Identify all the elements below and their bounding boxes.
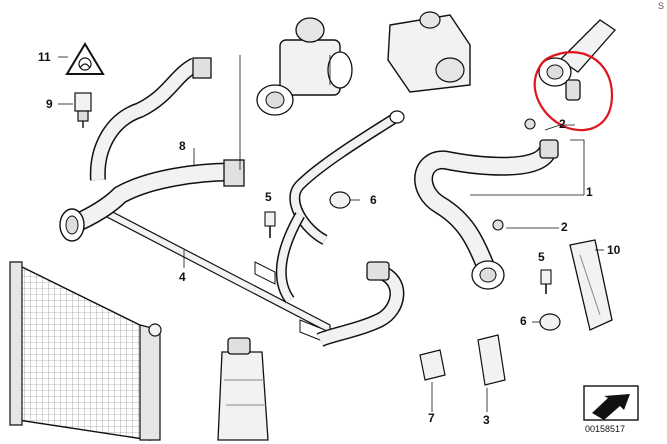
hose-middle [275, 110, 405, 304]
thermostat-housing [256, 17, 353, 116]
hose-8 [59, 57, 245, 242]
callout-8: 8 [179, 139, 186, 153]
callout-6a: 6 [370, 193, 377, 207]
screw-5b [540, 269, 552, 294]
arrow-icon [583, 385, 639, 421]
callout-7: 7 [428, 411, 435, 425]
grommet-6a [329, 191, 351, 209]
highlight-circle [533, 51, 614, 132]
hose-1 [414, 139, 559, 290]
callout-2a: 2 [559, 117, 566, 131]
radiator [9, 261, 162, 441]
warning-triangle-icon [65, 42, 105, 75]
expansion-tank [217, 337, 269, 441]
callout-10: 10 [607, 243, 621, 257]
water-pump [387, 11, 471, 93]
callout-2b: 2 [561, 220, 568, 234]
callout-11: 11 [38, 50, 51, 64]
corner-mark: S [657, 1, 664, 11]
callout-5b: 5 [538, 250, 545, 264]
clip-7 [419, 349, 446, 381]
callout-1: 1 [586, 185, 593, 199]
outlet-connector [538, 19, 616, 101]
temperature-sensor [74, 92, 92, 128]
diagram-id: 00158517 [585, 424, 626, 434]
callout-4: 4 [179, 270, 186, 284]
callout-6b: 6 [520, 314, 527, 328]
bolt-2a [524, 118, 536, 130]
callout-3: 3 [483, 413, 490, 427]
callout-9: 9 [46, 97, 53, 111]
leader-lines [58, 55, 604, 412]
screw-5a [264, 211, 276, 238]
bracket-10 [569, 239, 613, 331]
grommet-6b [539, 313, 561, 331]
hose-lower-center [316, 261, 405, 347]
clip-3 [477, 334, 506, 386]
bolt-2b [492, 219, 504, 231]
callout-5a: 5 [265, 190, 272, 204]
